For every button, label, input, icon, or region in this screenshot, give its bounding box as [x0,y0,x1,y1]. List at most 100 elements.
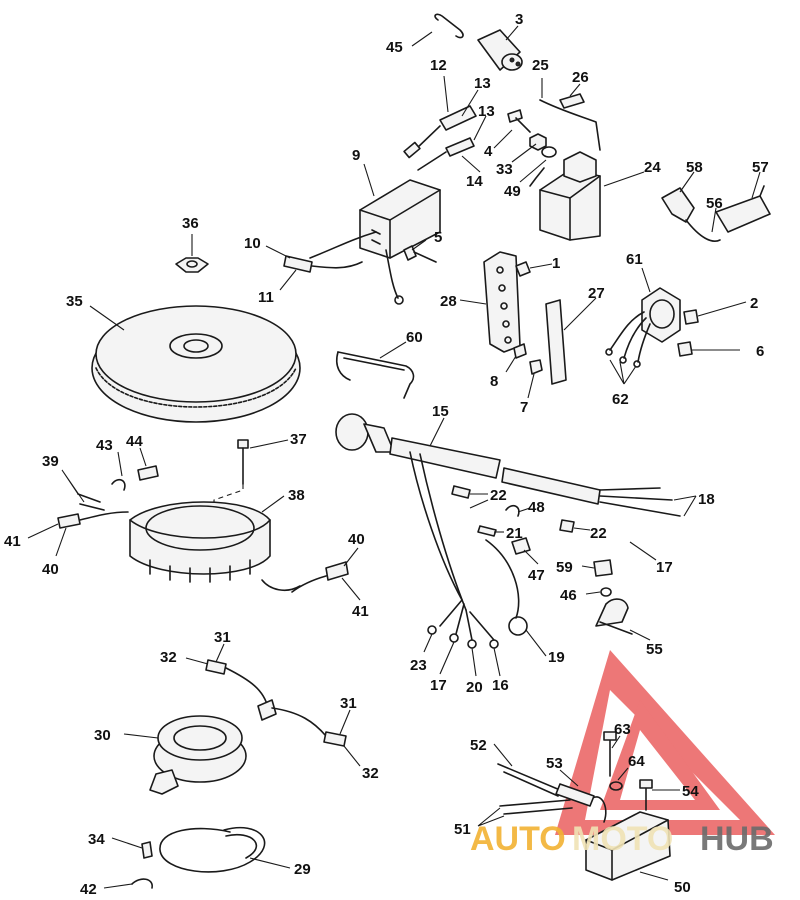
callout-32b: 32 [362,765,379,782]
part-washer-64 [609,781,623,791]
callout-32a: 32 [160,649,177,666]
callout-36: 36 [182,215,199,232]
callout-4: 4 [484,143,493,160]
part-nut-36 [175,257,209,273]
callout-28: 28 [440,293,457,310]
callout-8: 8 [490,373,498,390]
part-screw-6 [677,341,693,357]
callout-37: 37 [290,431,307,448]
part-bolt-37 [213,439,249,510]
callout-43: 43 [96,437,113,454]
callout-27: 27 [588,285,605,302]
part-connector-47 [511,537,531,555]
callout-18: 18 [698,491,715,508]
part-screw-59 [593,559,613,577]
part-clip-43 [111,478,126,491]
callout-40b: 40 [42,561,59,578]
callout-17b: 17 [430,677,447,694]
callout-47: 47 [528,567,545,584]
callout-59: 59 [556,559,573,576]
callout-63: 63 [614,721,631,738]
callout-55: 55 [646,641,663,658]
part-power-pack-9 [309,179,441,305]
callout-25: 25 [532,57,549,74]
callout-41b: 41 [352,603,369,620]
part-bolt-4 [507,109,531,133]
callout-13a: 13 [474,75,491,92]
part-screw-5 [403,245,437,263]
callout-51: 51 [454,821,471,838]
part-terminal-right-40-41 [291,561,349,593]
part-lead-31-32-upper [205,659,277,721]
part-ignition-coil-24 [529,151,601,241]
callout-7: 7 [520,399,528,416]
part-lead-31-32-lower [271,707,347,747]
callout-42: 42 [80,881,97,898]
part-clip-48 [505,504,520,517]
callout-31b: 31 [340,695,357,712]
callout-49: 49 [504,183,521,200]
watermark-auto: AUTO [470,820,566,858]
callout-15: 15 [432,403,449,420]
part-clamp-55 [595,598,633,635]
callout-29: 29 [294,861,311,878]
part-lead-14 [417,137,475,171]
part-strip-27 [545,299,567,385]
callout-62: 62 [612,391,629,408]
part-connector-3 [477,29,523,71]
callout-35: 35 [66,293,83,310]
callout-61: 61 [626,251,643,268]
leader-lines [27,25,761,889]
part-module-50 [585,796,671,881]
part-screw-2 [683,309,699,325]
callout-2: 2 [750,295,758,312]
callout-21: 21 [506,525,523,542]
callout-45: 45 [386,39,403,56]
callout-31a: 31 [214,629,231,646]
part-leads-51-52 [497,763,595,815]
callout-12: 12 [430,57,447,74]
part-pin-34 [141,841,153,859]
callout-20: 20 [466,679,483,696]
watermark-wordmark: AUTO MOTO HUB [470,820,774,858]
callout-16: 16 [492,677,509,694]
part-bracket-60 [335,351,415,399]
callout-24: 24 [644,159,661,176]
part-timer-base-30 [149,715,247,795]
watermark-triangle-inner [600,700,720,810]
part-washer-49 [541,146,557,158]
callout-54: 54 [682,783,699,800]
part-stator-38 [129,501,301,592]
callout-3: 3 [515,11,523,28]
callout-57: 57 [752,159,769,176]
part-spark-lead-57 [715,185,771,233]
part-harness-15 [335,413,681,649]
callout-30: 30 [94,727,111,744]
part-terminal-21 [477,525,497,537]
part-terminal-board-28 [483,251,521,353]
part-screw-7 [529,359,543,375]
part-terminal-left-39-41 [57,493,129,529]
part-flywheel-35 [91,305,301,423]
callout-52: 52 [470,737,487,754]
callout-22b: 22 [590,525,607,542]
callout-48: 48 [528,499,545,516]
callout-46: 46 [560,587,577,604]
callout-41a: 41 [4,533,21,550]
watermark-hub: HUB [700,820,774,858]
part-spark-lead-58 [661,187,721,242]
part-clip-42 [131,878,153,889]
watermark-moto: MOTO [572,820,673,858]
part-rectifier-61 [605,287,681,368]
part-screw-54 [639,779,653,811]
callout-60: 60 [406,329,423,346]
part-washer-46 [600,587,612,597]
callout-50: 50 [674,879,691,896]
callout-6: 6 [756,343,764,360]
callout-10: 10 [244,235,261,252]
callout-9: 9 [352,147,360,164]
callout-40a: 40 [348,531,365,548]
callout-5: 5 [434,229,442,246]
part-screw-63 [603,731,617,777]
